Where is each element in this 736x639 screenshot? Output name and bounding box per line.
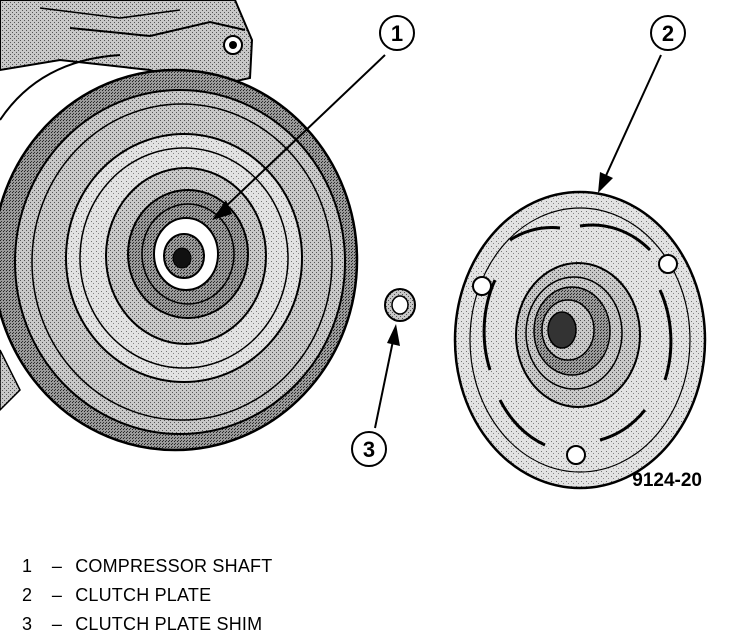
legend-item: 1– COMPRESSOR SHAFT <box>22 552 272 581</box>
legend-label: CLUTCH PLATE <box>75 585 212 605</box>
legend-separator: – <box>51 614 63 634</box>
callout-3-number: 3 <box>363 437 375 462</box>
callout-1: 1 <box>212 15 415 220</box>
callout-3: 3 <box>351 324 400 467</box>
legend: 1– COMPRESSOR SHAFT 2– CLUTCH PLATE 3– C… <box>22 552 272 639</box>
legend-number: 3 <box>22 614 33 634</box>
legend-number: 2 <box>22 585 33 605</box>
exploded-view-illustration: 1 2 3 9124-20 <box>0 0 707 491</box>
legend-separator: – <box>51 585 63 605</box>
callout-2: 2 <box>598 15 686 193</box>
legend-item: 2– CLUTCH PLATE <box>22 581 272 610</box>
compressor-body <box>0 0 254 412</box>
pulley-assembly <box>0 68 359 452</box>
callout-1-number: 1 <box>391 21 403 46</box>
legend-label: CLUTCH PLATE SHIM <box>75 614 263 634</box>
clutch-plate <box>453 190 707 490</box>
callout-2-number: 2 <box>662 21 674 46</box>
figure-code: 9124-20 <box>632 470 702 491</box>
legend-label: COMPRESSOR SHAFT <box>75 556 273 576</box>
legend-separator: – <box>51 556 63 576</box>
clutch-plate-shim <box>384 288 416 322</box>
legend-item: 3– CLUTCH PLATE SHIM <box>22 610 272 639</box>
legend-number: 1 <box>22 556 33 576</box>
